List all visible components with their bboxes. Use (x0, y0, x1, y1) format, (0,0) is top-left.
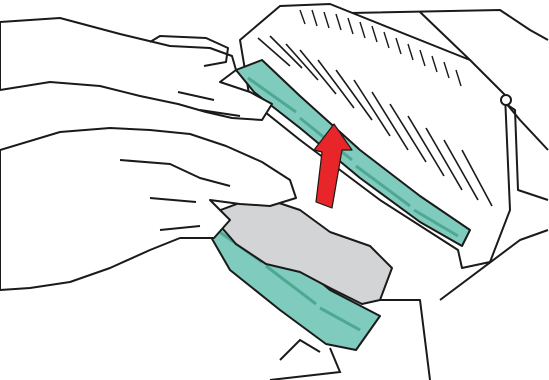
printer-floor (270, 340, 340, 380)
left-hand (0, 18, 272, 120)
